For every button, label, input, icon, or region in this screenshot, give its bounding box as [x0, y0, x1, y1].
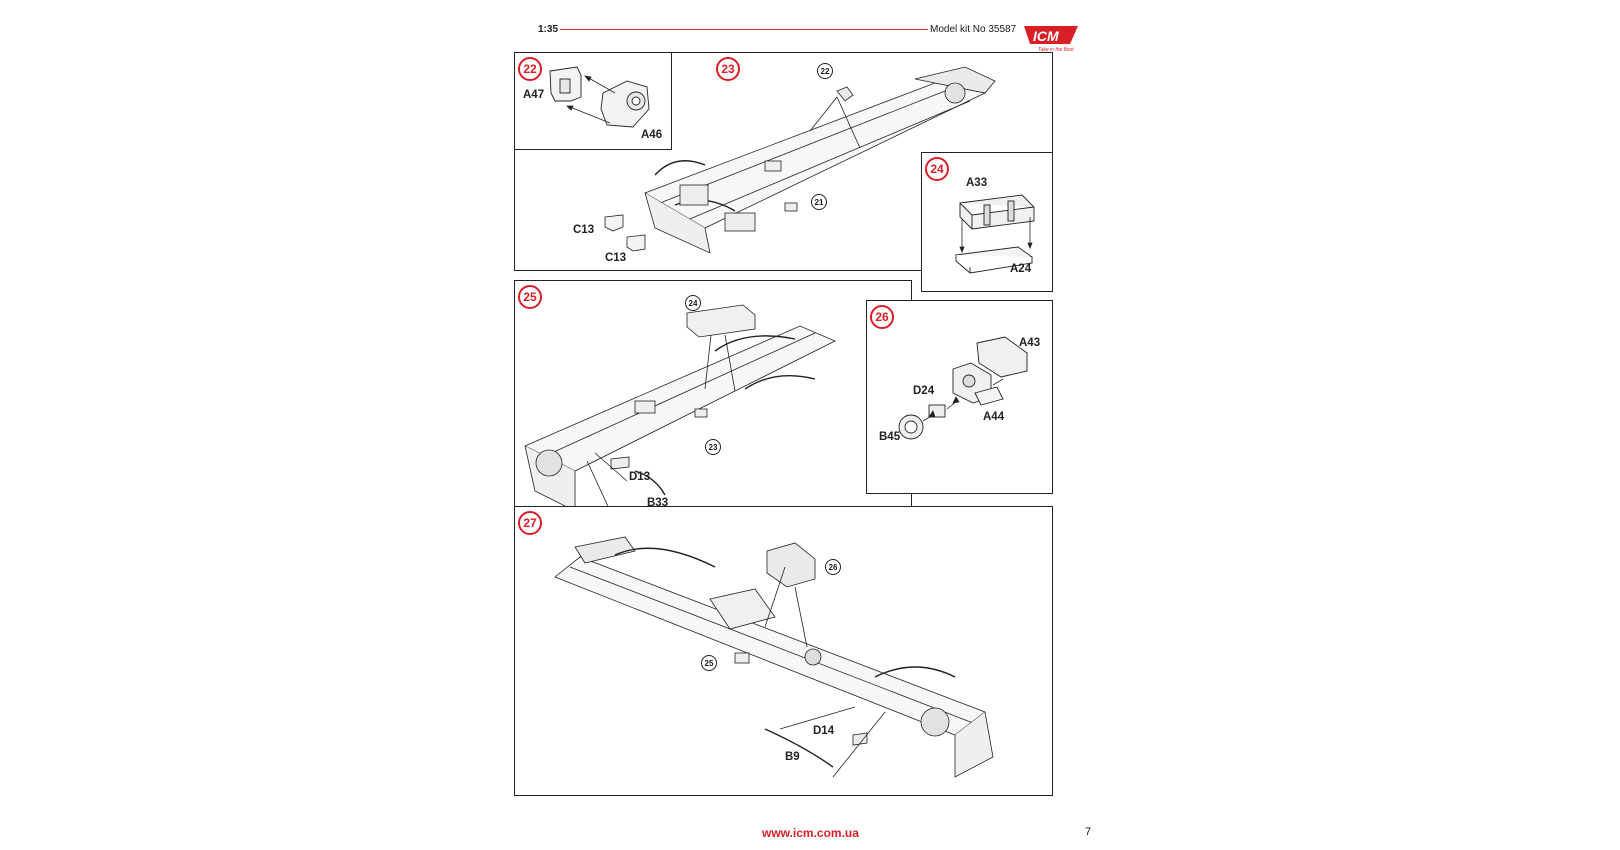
label-d24: D24 — [913, 385, 935, 397]
kit-number: Model kit No 35587 — [930, 24, 1017, 35]
step-27-number: 27 — [518, 511, 542, 535]
ref-24: 24 — [685, 295, 701, 311]
icm-logo: ICM Take in the Best — [1024, 26, 1078, 53]
step-25-drawing — [524, 304, 836, 518]
label-d14: D14 — [813, 725, 835, 737]
svg-text:Take in the Best: Take in the Best — [1038, 47, 1074, 53]
step-26-panel: 26 A43 D24 A44 B45 — [866, 300, 1053, 494]
svg-text:ICM: ICM — [1033, 28, 1059, 44]
step-23-drawing — [604, 66, 996, 254]
label-c13-lower: C13 — [605, 252, 627, 264]
page-number: 7 — [1085, 826, 1092, 838]
step-27-panel: 27 26 25 D14 B9 — [514, 506, 1053, 796]
scale-label: 1:35 — [538, 24, 559, 35]
step-26-number: 26 — [870, 305, 894, 329]
step-24-drawing — [954, 194, 1035, 274]
label-c13-upper: C13 — [573, 224, 595, 236]
ref-25: 25 — [701, 655, 717, 671]
label-a33: A33 — [966, 177, 988, 189]
label-a46-text: A46 — [641, 129, 663, 141]
label-d13: D13 — [629, 471, 651, 483]
label-a44: A44 — [983, 411, 1005, 423]
ref-21: 21 — [811, 194, 827, 210]
header-rule — [560, 29, 928, 30]
step-22-frame: 22 A47 A46 — [514, 52, 672, 150]
ref-26: 26 — [825, 559, 841, 575]
ref-23: 23 — [705, 439, 721, 455]
step-22-number-badge: 22 — [518, 57, 542, 81]
step-25-number: 25 — [518, 285, 542, 309]
ref-22: 22 — [817, 63, 833, 79]
step-24-number: 24 — [925, 157, 949, 181]
step-25-panel: 25 24 23 D13 B33 — [514, 280, 912, 530]
step-23-number: 23 — [716, 57, 740, 81]
label-a47-text: A47 — [523, 89, 545, 101]
step-22-art — [549, 66, 650, 128]
label-b45: B45 — [879, 431, 901, 443]
step-27-drawing — [554, 536, 994, 778]
label-b9: B9 — [785, 751, 800, 763]
step-26-drawing — [898, 336, 1028, 440]
website-link[interactable]: www.icm.com.ua — [762, 826, 859, 840]
label-a24: A24 — [1010, 263, 1032, 275]
instruction-page: 1:35 Model kit No 35587 ICM Take in the … — [514, 16, 1100, 846]
step-24-panel: 24 A33 A24 — [921, 152, 1053, 292]
label-a43: A43 — [1019, 337, 1041, 349]
